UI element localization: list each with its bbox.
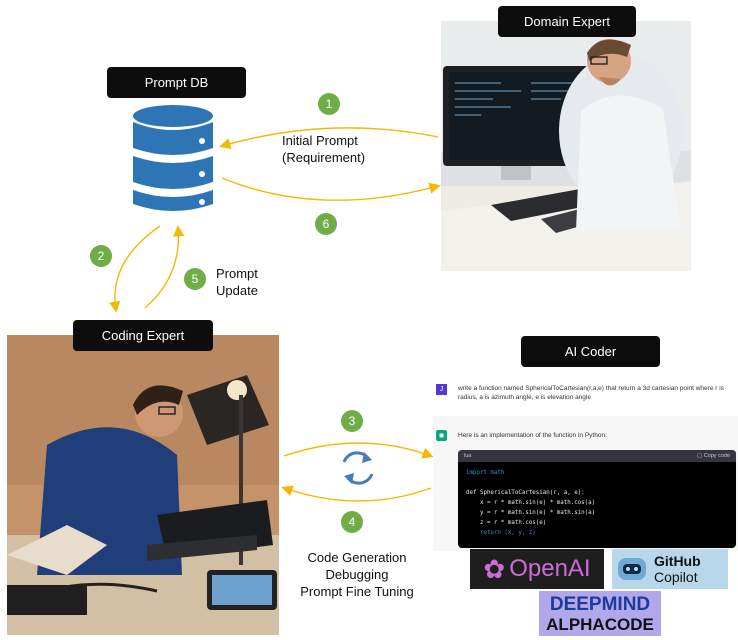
openai-logo-text: OpenAI [509, 555, 591, 582]
clipboard-icon: ▢ [696, 453, 704, 459]
prompt-db-label: Prompt DB [107, 67, 246, 98]
code-gen-line2: Debugging [325, 567, 389, 582]
step-badge-1: 1 [318, 93, 340, 115]
arrow-coder-to-db [144, 225, 185, 309]
copilot-robot-icon [618, 558, 646, 580]
initial-prompt-note: Initial Prompt (Requirement) [282, 132, 365, 166]
code-line-7: return (x, y, z) [466, 530, 536, 536]
code-language: lua [464, 453, 472, 459]
coding-expert-label: Coding Expert [73, 320, 213, 351]
initial-prompt-line2: (Requirement) [282, 150, 366, 165]
chat-screenshot: J write a function named SphericalToCart… [433, 378, 738, 551]
chatgpt-logo-icon: ✺ [436, 430, 447, 441]
prompt-update-line2: Update [216, 283, 258, 298]
domain-expert-photo [441, 21, 691, 271]
github-logo-line2: Copilot [654, 569, 698, 585]
prompt-update-note: Prompt Update [216, 265, 258, 299]
step-badge-2: 2 [90, 245, 112, 267]
coding-expert-photo [7, 335, 279, 635]
prompt-update-line1: Prompt [216, 266, 258, 281]
database-icon [133, 105, 213, 211]
code-gen-line3: Prompt Fine Tuning [300, 584, 414, 599]
arrow-from-ai [281, 485, 432, 502]
step-badge-3: 3 [341, 410, 363, 432]
deepmind-logo-line1: DEEPMIND [549, 593, 651, 615]
openai-logo: ✿ OpenAI [470, 549, 604, 589]
arrow-db-to-coder [109, 225, 161, 313]
copy-code-button[interactable]: ▢ Copy code [697, 453, 730, 459]
github-logo-line1: GitHub [654, 553, 701, 569]
initial-prompt-line1: Initial Prompt [282, 133, 358, 148]
code-block: lua ▢ Copy code import math def Spherica… [458, 450, 736, 548]
step-badge-4: 4 [341, 511, 363, 533]
code-line-4: x = r * math.sin(e) * math.cos(a) [466, 500, 596, 506]
assistant-intro-text: Here is an implementation of the functio… [458, 432, 607, 439]
deepmind-alphacode-logo: DEEPMIND ALPHACODE [539, 591, 661, 636]
copy-code-label: Copy code [703, 453, 730, 459]
code-line-1: import math [466, 470, 505, 476]
code-block-header: lua ▢ Copy code [458, 450, 736, 462]
step-badge-6: 6 [315, 213, 337, 235]
code-generation-note: Code Generation Debugging Prompt Fine Tu… [282, 549, 432, 600]
code-line-5: y = r * math.sin(e) * math.sin(a) [466, 510, 596, 516]
step-badge-5: 5 [184, 268, 206, 290]
code-content: import math def SphericalToCartesian(r, … [458, 462, 736, 544]
code-line-3: def SphericalToCartesian(r, a, e): [466, 490, 585, 496]
arrow-to-ai [283, 442, 434, 459]
deepmind-logo-line2: ALPHACODE [546, 614, 654, 634]
refresh-cycle-icon [342, 451, 374, 485]
user-avatar: J [436, 384, 447, 395]
domain-expert-label: Domain Expert [498, 6, 636, 37]
code-gen-line1: Code Generation [307, 550, 407, 565]
arrow-initial-prompt [219, 127, 439, 150]
openai-knot-icon: ✿ [483, 553, 506, 584]
user-prompt-text: write a function named SphericalToCartes… [458, 385, 724, 401]
github-copilot-logo: GitHub Copilot [612, 549, 728, 589]
arrow-return-to-domain [221, 177, 441, 201]
user-message: J write a function named SphericalToCart… [433, 378, 738, 416]
ai-coder-label: AI Coder [521, 336, 660, 367]
code-line-6: z = r * math.cos(e) [466, 520, 547, 526]
